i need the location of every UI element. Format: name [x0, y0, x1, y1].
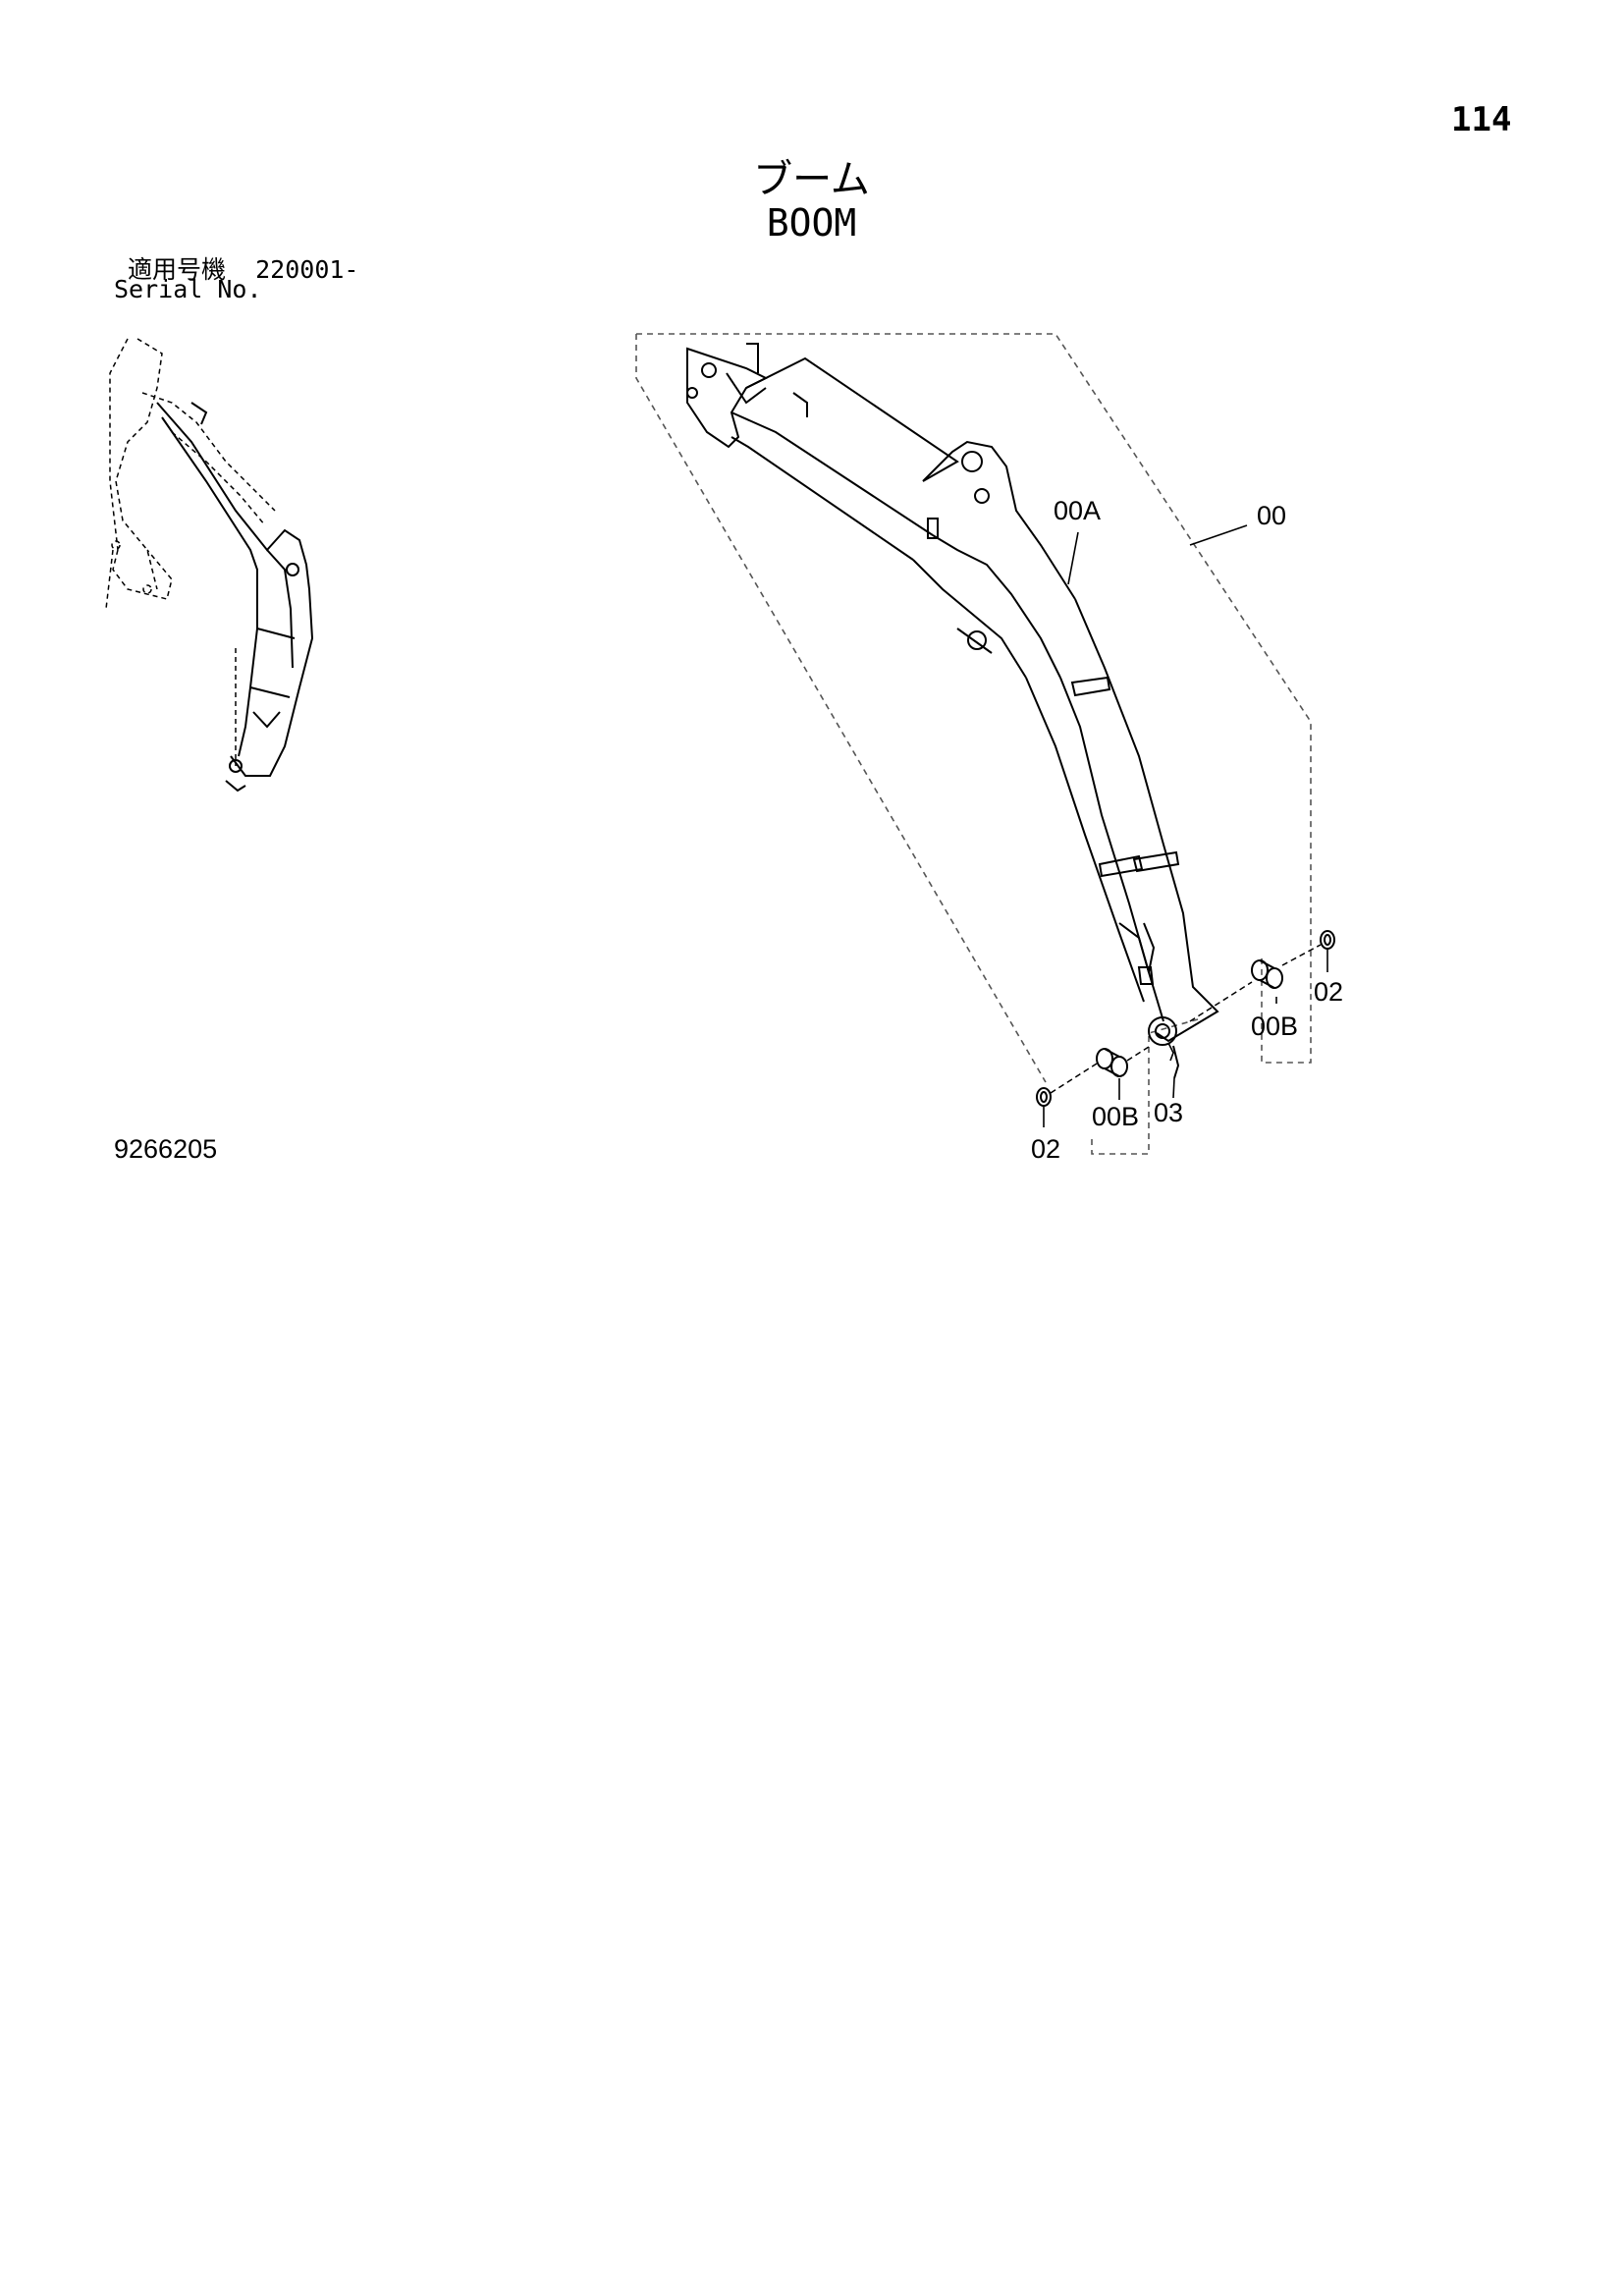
bushing-right-icon: [1251, 959, 1283, 989]
boom-main-drawing: [635, 333, 1335, 1155]
callout-03: 03: [1154, 1098, 1184, 1127]
excavator-overview-drawing: [105, 338, 314, 793]
page-number: 114: [1451, 100, 1512, 139]
bushing-left-icon: [1096, 1048, 1128, 1077]
callout-00b-right: 00B: [1251, 1011, 1299, 1041]
serial-label-english: Serial No.: [114, 275, 262, 303]
serial-line-japanese: 適用号機 220001-: [128, 250, 358, 286]
serial-value: 220001-: [255, 255, 359, 284]
callout-00a: 00A: [1054, 496, 1102, 525]
callout-00: 00: [1257, 501, 1287, 530]
figure-number: 9266205: [114, 1134, 218, 1164]
snap-ring-right-icon: [1320, 930, 1335, 950]
callout-02-left: 02: [1031, 1134, 1061, 1164]
page-title-english: BOOM: [766, 201, 857, 245]
snap-ring-left-icon: [1036, 1087, 1052, 1107]
callout-00b-left: 00B: [1092, 1102, 1140, 1131]
page-title-japanese: ブーム: [753, 157, 870, 202]
callout-02-right: 02: [1314, 977, 1344, 1007]
serial-label-japanese: 適用号機: [128, 255, 227, 284]
